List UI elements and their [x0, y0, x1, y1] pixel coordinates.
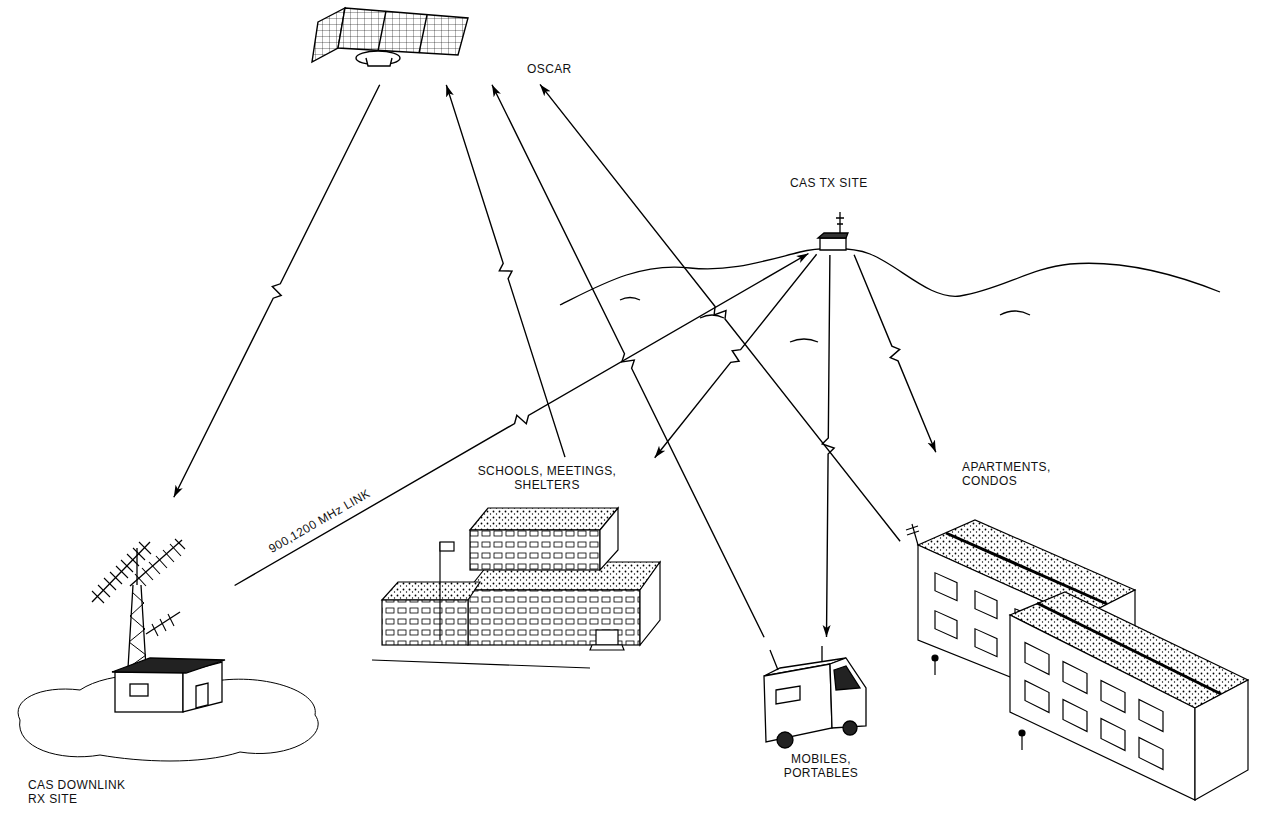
radio-link: [446, 85, 565, 457]
mountain-drawing: [560, 249, 1220, 343]
radio-link: [822, 255, 834, 637]
radio-link: [655, 254, 817, 457]
apartments-drawing: [906, 520, 1248, 800]
site-label: CAS TX SITE: [790, 176, 868, 190]
site-label: MOBILES, PORTABLES: [776, 752, 866, 780]
receiver-site-drawing: [18, 539, 318, 761]
site-label: CAS DOWNLINK RX SITE: [28, 778, 140, 806]
transmitter-site: CAS TX SITE: [785, 170, 882, 252]
site-label: OSCAR: [527, 62, 572, 76]
radio-link: [492, 85, 764, 638]
site-label: SCHOOLS, MEETINGS, SHELTERS: [472, 464, 622, 492]
satellite-drawing: [312, 8, 468, 66]
transmitter-hut: [818, 212, 848, 250]
school-drawing: [372, 508, 660, 668]
satellite-node: OSCAR: [295, 5, 576, 82]
van-drawing: [764, 646, 866, 748]
school-building: SCHOOLS, MEETINGS, SHELTERS: [372, 460, 662, 672]
radio-link: [174, 85, 380, 498]
receiver-site: CAS DOWNLINK RX SITE: [20, 500, 232, 815]
apartment-buildings: APARTMENTS, CONDOS: [902, 455, 1252, 805]
site-label: APARTMENTS, CONDOS: [962, 460, 1072, 488]
radio-link: [235, 254, 809, 586]
link-label-holder: 900,1200 MHz LINK: [264, 485, 376, 558]
link-label: 900,1200 MHz LINK: [264, 485, 376, 558]
radio-link: [854, 255, 936, 452]
mobile-van: MOBILES, PORTABLES: [752, 640, 872, 800]
